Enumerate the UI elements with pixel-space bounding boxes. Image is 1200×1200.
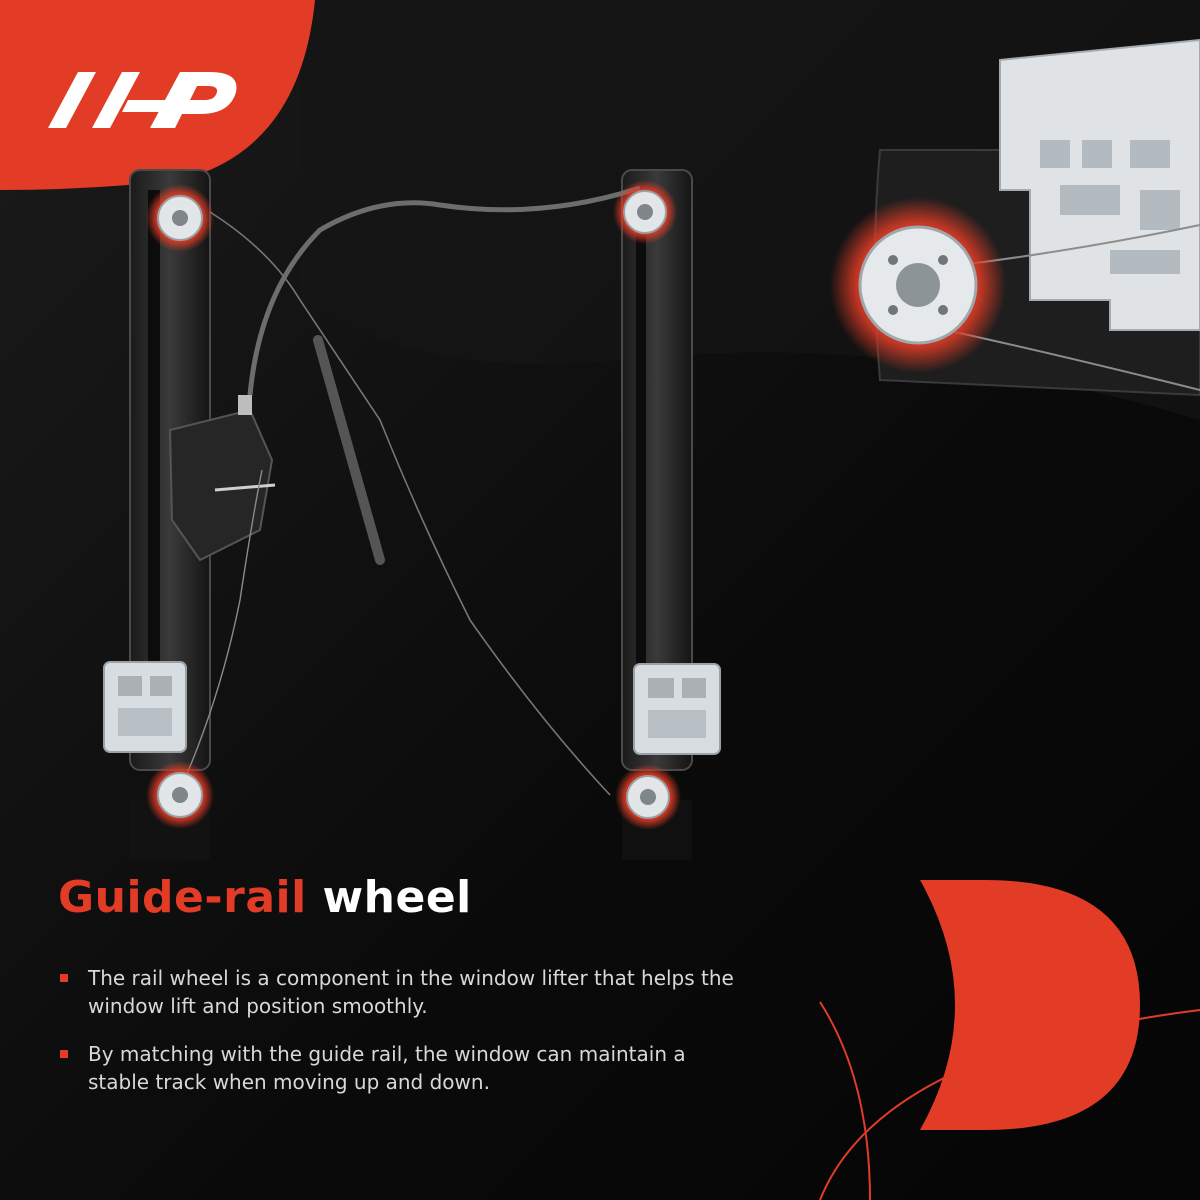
wheel-detail-zoom [830, 38, 1200, 397]
list-item-text: By matching with the guide rail, the win… [88, 1042, 686, 1094]
list-item-text: The rail wheel is a component in the win… [88, 966, 734, 1018]
guide-rail-wheel-icon [146, 180, 681, 830]
wheel-bottom-right [615, 764, 681, 830]
list-item: The rail wheel is a component in the win… [58, 964, 738, 1020]
wheel-top-left [146, 184, 214, 252]
feature-list: The rail wheel is a component in the win… [58, 964, 738, 1116]
headline-rest: wheel [306, 872, 472, 923]
wheel-bottom-left [146, 761, 214, 829]
window-regulator-icon [103, 169, 721, 860]
list-item: By matching with the guide rail, the win… [58, 1040, 738, 1096]
a-premium-logo-icon [0, 0, 315, 190]
headline: Guide-rail wheel [58, 872, 472, 923]
bullet-square-icon [60, 1050, 68, 1058]
wheel-top-right [613, 180, 677, 244]
decorative-d-shape [819, 880, 1200, 1200]
headline-accent: Guide-rail [58, 872, 307, 923]
bullet-square-icon [60, 974, 68, 982]
